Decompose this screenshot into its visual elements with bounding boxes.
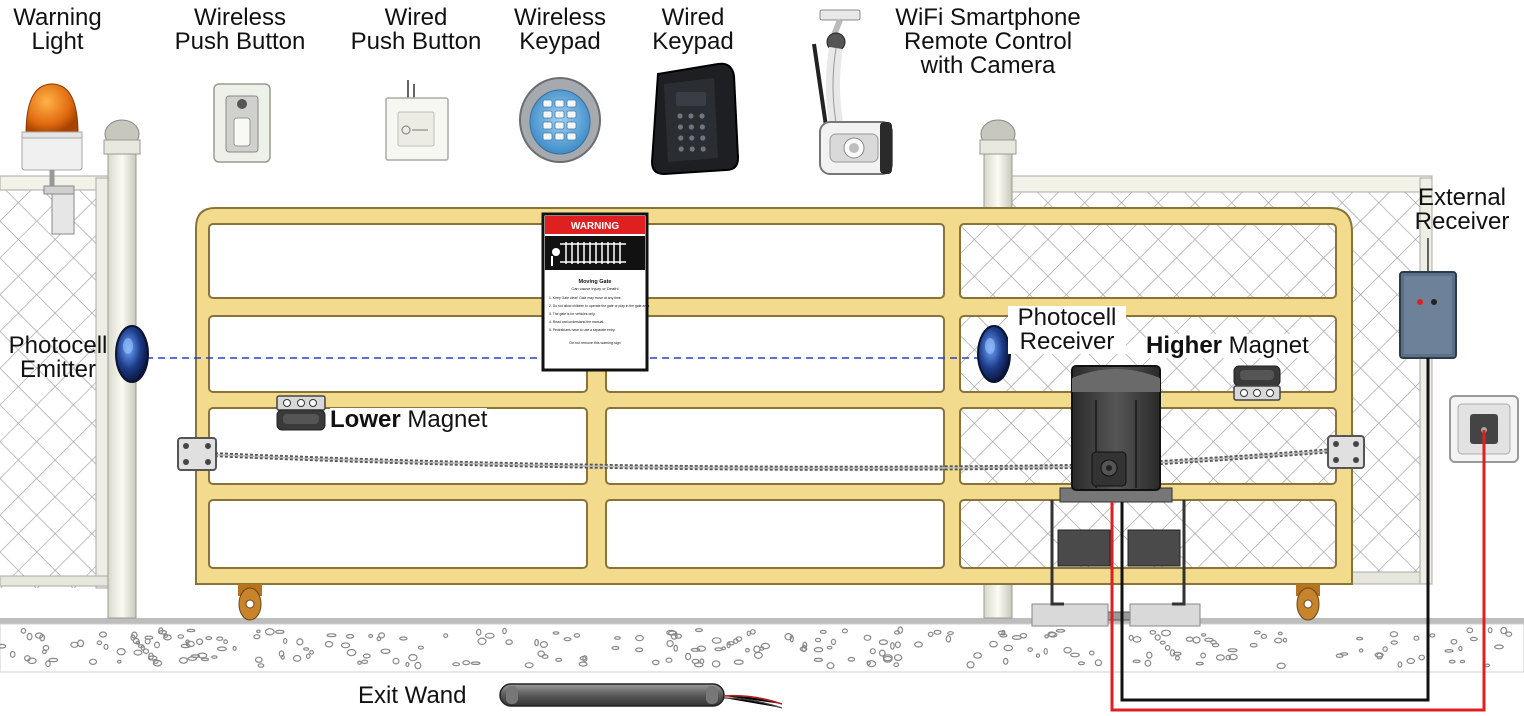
- warning-sign-title: Moving Gate: [578, 279, 611, 285]
- power-socket-icon: [1449, 395, 1519, 463]
- gate-wheel-left: [238, 584, 262, 621]
- warning-sign-item: 5. Pedestrians have to use a separate en…: [549, 328, 615, 332]
- gate-wheel-right: [1296, 584, 1320, 621]
- warning-sign-item: 2. Do not allow children to operate the …: [549, 304, 650, 308]
- wired-push-button-icon: [385, 80, 449, 161]
- warning-sign-item: 1. Keep Gate clear! Gate may move at any…: [549, 296, 622, 300]
- exit-wand-label: Exit Wand: [358, 682, 467, 709]
- photocell-receiver-label: Photocell Receiver: [1008, 306, 1126, 354]
- wireless-push-button-icon: [213, 83, 271, 163]
- external-receiver-label: External Receiver: [1414, 184, 1510, 235]
- exit-wand-icon: [499, 683, 783, 709]
- photocell-receiver-icon: [977, 325, 1011, 383]
- warning-sign-header: WARNING: [571, 221, 620, 232]
- left-fence: [0, 175, 111, 589]
- wireless-keypad-label: Wireless Keypad: [513, 4, 606, 55]
- warning-sign-footer: Do not remove this warning sign: [569, 341, 620, 345]
- warning-light-label: Warning Light: [13, 4, 102, 55]
- wifi-camera-label: WiFi Smartphone Remote Control with Came…: [895, 4, 1081, 79]
- drive-chain: [177, 435, 1365, 471]
- warning-sign: WARNING Moving Gate Can cause injury or …: [541, 212, 650, 372]
- wired-keypad-icon: [650, 62, 740, 176]
- higher-magnet-icon: [1233, 365, 1281, 401]
- photocell-emitter-icon: [115, 325, 149, 383]
- ground: [0, 618, 1524, 673]
- lower-magnet-icon: [276, 395, 326, 431]
- warning-light-icon: [21, 83, 83, 235]
- higher-magnet-label: Higher Magnet: [1146, 332, 1309, 359]
- sliding-gate: [195, 207, 1353, 585]
- wireless-push-button-label: Wireless Push Button: [174, 4, 306, 55]
- left-gate-post: [103, 119, 141, 619]
- warning-sign-item: 3. The gate is for vehicles only.: [549, 312, 595, 316]
- wiring: [1110, 358, 1486, 712]
- wired-keypad-label: Wired Keypad: [652, 4, 734, 55]
- lower-magnet-label: Lower Magnet: [330, 406, 488, 433]
- wireless-keypad-icon: [519, 77, 601, 163]
- photocell-emitter-label: Photocell Emitter: [8, 332, 108, 383]
- wifi-camera-icon: [812, 9, 893, 175]
- wired-push-button-label: Wired Push Button: [350, 4, 482, 55]
- gate-opener-motor-icon: [1031, 365, 1201, 627]
- warning-sign-subtitle: Can cause injury or Death!: [571, 286, 618, 291]
- warning-sign-item: 4. Read and understand the manual.: [549, 320, 604, 324]
- external-receiver-icon: [1399, 238, 1457, 359]
